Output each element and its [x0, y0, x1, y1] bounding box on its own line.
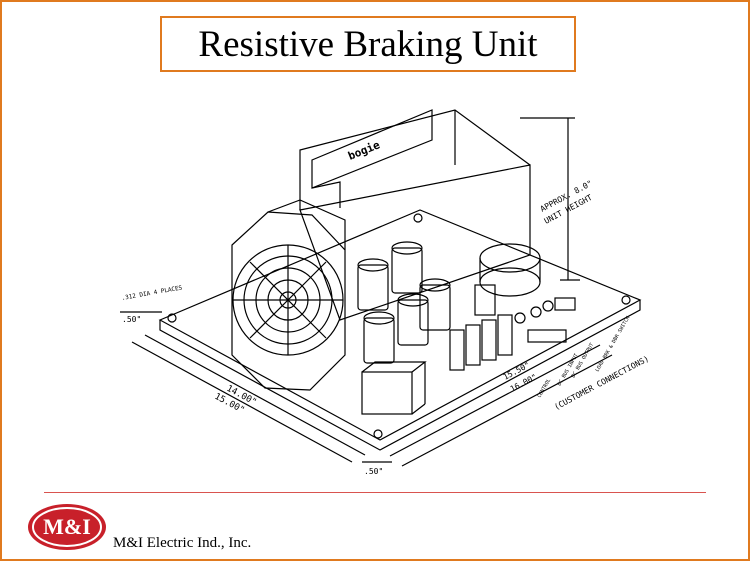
terminal-strip [554, 297, 576, 311]
terminal-block [449, 329, 465, 371]
offset-left-label: .50" [122, 315, 141, 324]
logo-text: M&I [43, 514, 91, 539]
mi-logo: M&I [28, 504, 106, 550]
capacitor [357, 264, 389, 311]
offset-bottom-label: .50" [364, 467, 383, 476]
nameplate-panel [311, 109, 433, 189]
company-name: M&I Electric Ind., Inc. [113, 535, 252, 551]
braking-unit-drawing: APPROX. 8.0" UNIT HEIGHT 14.00" 15.00" 1… [120, 109, 651, 476]
enclosure [299, 164, 531, 321]
terminal-block [465, 324, 481, 366]
capacitor [397, 299, 429, 346]
capacitor [419, 284, 451, 331]
title-box: Resistive Braking Unit [160, 16, 576, 72]
fan-housing [231, 211, 346, 391]
terminal-strip [527, 329, 567, 343]
holes-label: .312 DIA 4 PLACES [121, 284, 183, 302]
transformer [361, 371, 413, 415]
footer-divider [44, 492, 706, 493]
capacitor [391, 247, 423, 294]
terminal-block [481, 319, 497, 361]
slide-title: Resistive Braking Unit [198, 23, 538, 65]
capacitor [363, 317, 395, 364]
terminal-block [497, 314, 513, 356]
nameplate-label: bogie [346, 138, 382, 163]
